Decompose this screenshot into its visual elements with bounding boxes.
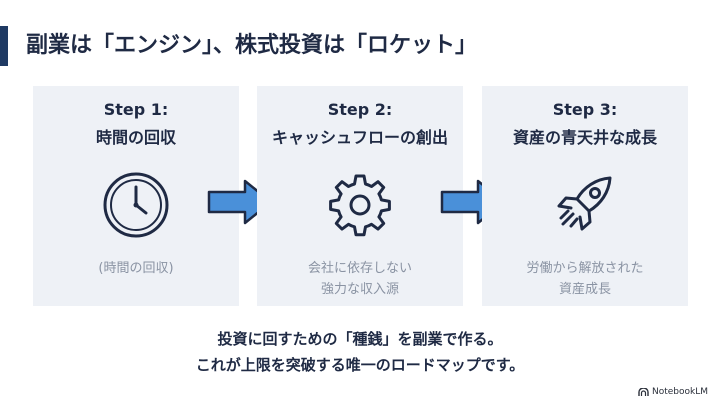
step-label: Step 1: — [103, 100, 169, 119]
closing-message: 投資に回すための「種銭」を副業で作る。 これが上限を突破する唯一のロードマップで… — [0, 326, 720, 378]
step-label: Step 2: — [327, 100, 393, 119]
brand-label: NotebookLM — [651, 387, 708, 397]
step-heading: 時間の回収 — [95, 128, 176, 147]
step-description-line: (時間の回収) — [98, 261, 174, 276]
clock-icon — [103, 172, 169, 238]
closing-line-2: これが上限を突破する唯一のロードマップです。 — [195, 356, 525, 374]
gear-icon — [329, 174, 391, 237]
step-card-3: Step 3: 資産の青天井な成長 労働から解放された 資産成長 — [482, 86, 688, 306]
title-accent-bar — [0, 26, 8, 66]
step-description: 労働から解放された 資産成長 — [482, 258, 688, 300]
brand-watermark: NotebookLM — [638, 387, 708, 397]
step-heading: キャッシュフローの創出 — [271, 128, 448, 147]
notebooklm-logo-icon — [638, 387, 649, 396]
step-description: (時間の回収) — [33, 258, 239, 279]
step-heading: 資産の青天井な成長 — [512, 128, 657, 147]
step-card-1: Step 1: 時間の回収 (時間の回収) — [33, 86, 239, 306]
step-card-2: Step 2: キャッシュフローの創出 会社に依存しない 強力な収入源 — [257, 86, 463, 306]
step-label: Step 3: — [552, 100, 618, 119]
step-description-line: 強力な収入源 — [320, 282, 399, 297]
step-description: 会社に依存しない 強力な収入源 — [257, 258, 463, 300]
step-description-line: 労働から解放された — [526, 261, 644, 276]
step-description-line: 資産成長 — [558, 282, 611, 297]
slide-title: 副業は「エンジン」、株式投資は「ロケット」 — [26, 33, 478, 58]
closing-line-1: 投資に回すための「種銭」を副業で作る。 — [217, 330, 503, 348]
step-description-line: 会社に依存しない — [307, 261, 412, 276]
rocket-icon — [557, 176, 612, 231]
